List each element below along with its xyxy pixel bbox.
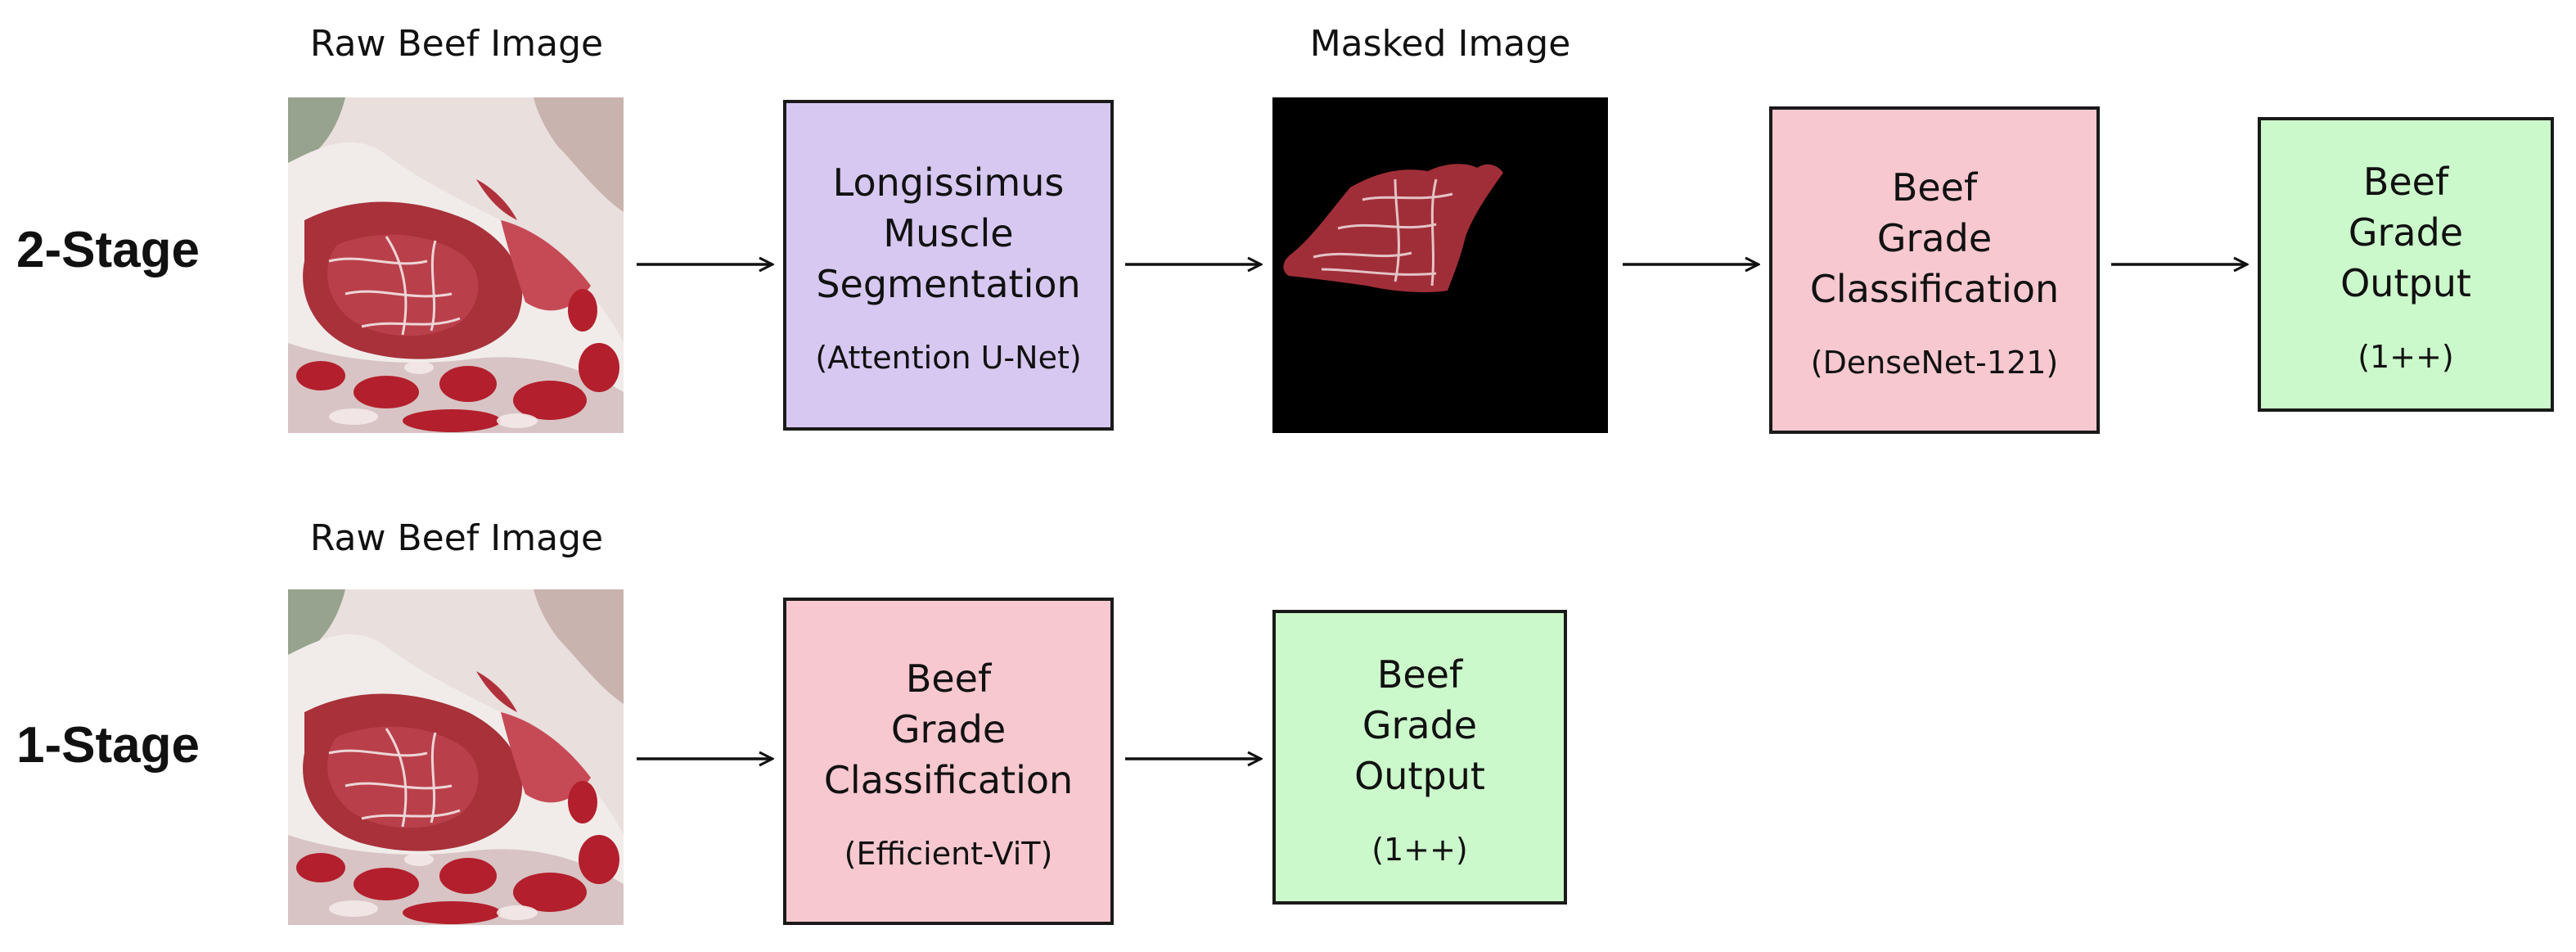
output-value: (1++) — [2358, 339, 2454, 375]
stage-label-1-stage: 1-Stage — [16, 717, 200, 774]
output-box-1-stage: Beef Grade Output (1++) — [1272, 610, 1567, 905]
raw-beef-caption-bottom: Raw Beef Image — [309, 517, 604, 559]
classification-box-1-stage: Beef Grade Classification (Efficient-ViT… — [783, 598, 1114, 925]
arrow-classification-to-output — [2111, 252, 2249, 277]
output-value-bottom: (1++) — [1371, 832, 1468, 868]
arrow-segmentation-to-mask — [1125, 252, 1263, 277]
output-box-2-stage: Beef Grade Output (1++) — [2258, 117, 2554, 412]
segmentation-box: Longissimus Muscle Segmentation (Attenti… — [783, 100, 1114, 431]
segmentation-model: (Attention U-Net) — [815, 340, 1082, 376]
arrow-raw-to-segmentation — [637, 252, 774, 277]
masked-image-caption: Masked Image — [1309, 23, 1571, 65]
raw-beef-caption: Raw Beef Image — [309, 23, 604, 65]
arrow-raw-to-classification — [637, 747, 774, 771]
segmentation-title: Longissimus Muscle Segmentation — [816, 160, 1081, 306]
classification-box-2-stage: Beef Grade Classification (DenseNet-121) — [1769, 106, 2100, 434]
stage-label-2-stage: 2-Stage — [16, 222, 200, 278]
raw-beef-image-bottom — [288, 589, 624, 925]
masked-beef-image — [1272, 97, 1608, 433]
classification-title-bottom: Beef Grade Classification — [823, 656, 1074, 802]
arrow-mask-to-classification — [1623, 252, 1760, 277]
arrow-classification-to-output-bottom — [1125, 747, 1263, 771]
output-title-bottom: Beef Grade Output — [1354, 652, 1485, 798]
classification-model-bottom: (Efficient-ViT) — [844, 836, 1053, 872]
output-title: Beef Grade Output — [2340, 160, 2471, 305]
raw-beef-image — [288, 97, 624, 433]
classification-model: (DenseNet-121) — [1810, 345, 2059, 381]
classification-title: Beef Grade Classification — [1809, 165, 2060, 311]
